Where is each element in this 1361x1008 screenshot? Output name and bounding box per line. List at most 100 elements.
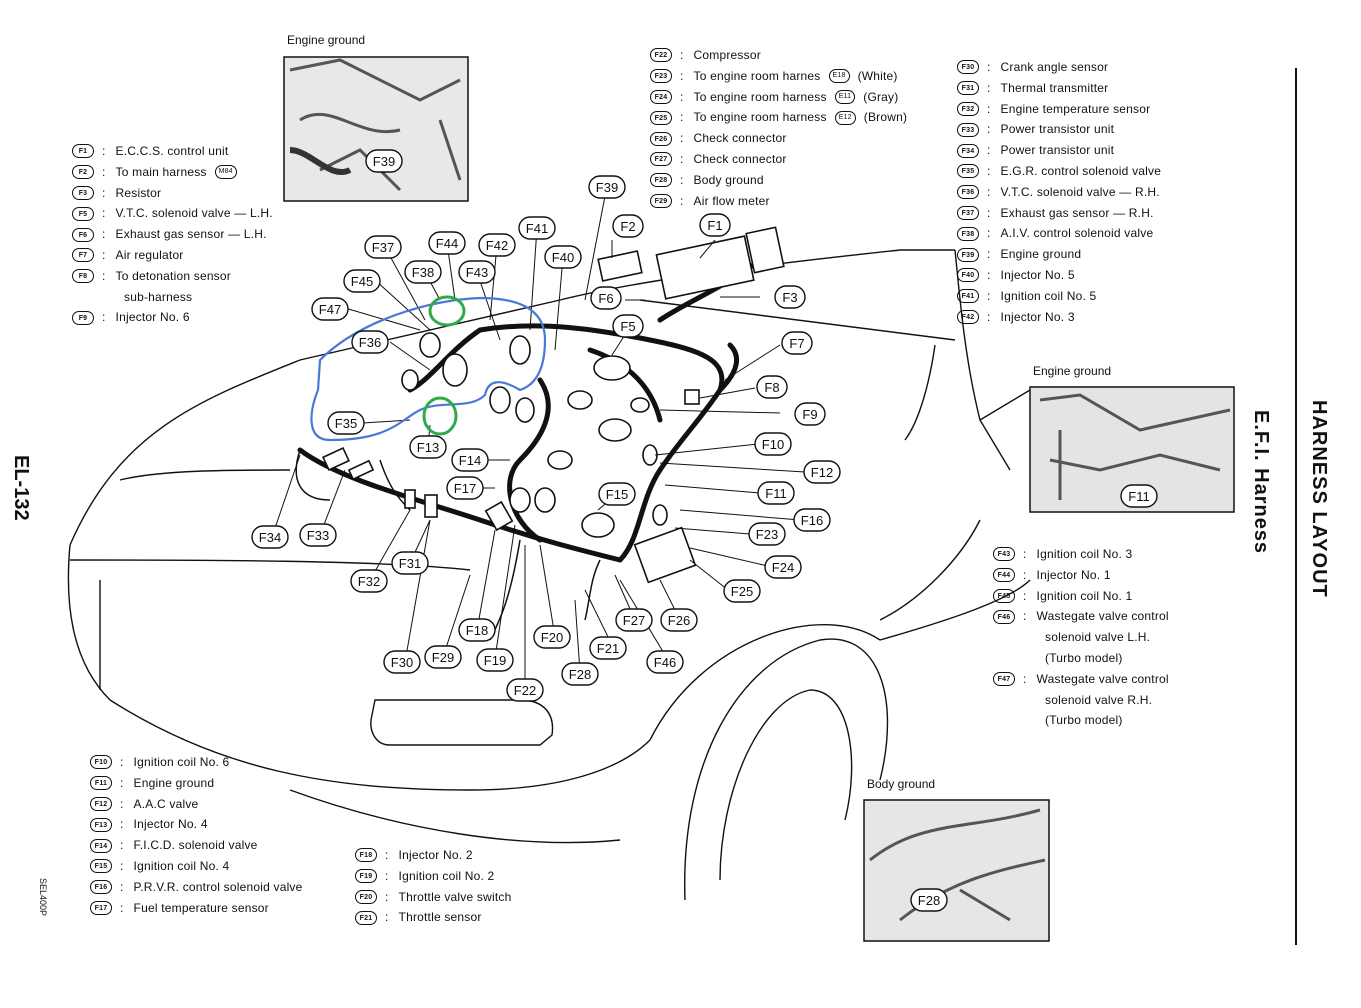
connector-tag-label: F41 xyxy=(526,221,548,236)
side-title-harness-layout: HARNESS LAYOUT xyxy=(1308,400,1330,598)
legend-row: F45:Ignition coil No. 1 xyxy=(993,586,1169,607)
connector-tag-outline xyxy=(478,233,516,257)
connector-tag-f20: F20 xyxy=(533,625,571,649)
legend-row: F29:Air flow meter xyxy=(650,191,907,212)
legend-code-badge: F40 xyxy=(957,268,979,283)
legend-text: Check connector xyxy=(693,151,787,166)
legend-text: Fuel temperature sensor xyxy=(133,900,269,915)
legend-row: F36:V.T.C. solenoid valve — R.H. xyxy=(957,182,1161,203)
connector-tag-f29: F29 xyxy=(424,645,462,669)
legend-text: Engine ground xyxy=(133,775,215,790)
inset-right-title: Engine ground xyxy=(1033,364,1112,378)
connector-tag-f40: F40 xyxy=(544,245,582,269)
legend-text: Throttle valve switch xyxy=(398,889,512,904)
connector-tag-outline xyxy=(327,411,365,435)
legend-colon: : xyxy=(120,775,124,790)
connector-tag-f42: F42 xyxy=(478,233,516,257)
legend-colon: : xyxy=(120,755,124,769)
legend-code-badge: F38 xyxy=(957,226,979,241)
legend-colon: : xyxy=(385,910,389,925)
connector-tag-outline xyxy=(451,448,489,472)
connector-tag-f16: F16 xyxy=(793,508,831,532)
legend-code-badge: F16 xyxy=(90,880,112,895)
legend-row: F43:Ignition coil No. 3 xyxy=(993,544,1169,565)
legend-colon: : xyxy=(987,247,991,262)
inset-bottom-title: Body ground xyxy=(867,777,936,791)
connector-tag-outline xyxy=(476,648,514,672)
connector-tag-f10: F10 xyxy=(754,432,792,456)
legend-colon: : xyxy=(1023,567,1027,582)
connector-tag-f5: F5 xyxy=(612,314,644,338)
connector-tag-label: F44 xyxy=(436,236,458,251)
legend-colon: : xyxy=(102,227,106,242)
connector-tag-outline xyxy=(781,331,813,355)
legend-colon: : xyxy=(102,144,106,158)
legend-text: To detonation sensor xyxy=(115,268,231,283)
legend-text: A.A.C valve xyxy=(133,796,199,811)
legend-row: F5:V.T.C. solenoid valve — L.H. xyxy=(72,203,273,224)
legend-code-badge: F33 xyxy=(957,122,979,137)
legend-colon: : xyxy=(385,889,389,904)
connector-tag-outline xyxy=(351,330,389,354)
legend-text: To engine room harness xyxy=(693,110,827,125)
connector-tag-label: F17 xyxy=(454,481,476,496)
legend-row: F19:Ignition coil No. 2 xyxy=(355,866,511,887)
connector-tag-label: F42 xyxy=(486,238,508,253)
connector-tag-outline xyxy=(311,297,349,321)
connector-tag-label: F23 xyxy=(756,527,778,542)
legend-row: F42:Injector No. 3 xyxy=(957,307,1161,328)
legend-code-badge: F8 xyxy=(72,269,94,284)
connector-tag-f35: F35 xyxy=(327,411,365,435)
connector-tag-f22: F22 xyxy=(506,678,544,702)
legend-text: Air regulator xyxy=(115,247,184,262)
connector-tag-outline xyxy=(544,245,582,269)
legend-text: Ignition coil No. 4 xyxy=(133,858,230,873)
connector-tag-label: F28 xyxy=(918,893,940,908)
connector-tag-outline xyxy=(561,662,599,686)
connector-tag-label: F5 xyxy=(620,319,635,334)
connector-tag-label: F6 xyxy=(598,291,613,306)
connector-tag-outline xyxy=(409,435,447,459)
connector-tag-label: F47 xyxy=(319,302,341,317)
connector-tag-f44: F44 xyxy=(428,231,466,255)
legend-text: Injector No. 3 xyxy=(1000,309,1075,324)
connector-tag-f38: F38 xyxy=(404,260,442,284)
legend-colon: : xyxy=(987,267,991,282)
connector-tag-outline xyxy=(615,608,653,632)
legend-text: E.G.R. control solenoid valve xyxy=(1000,163,1162,178)
legend-colon: : xyxy=(120,900,124,915)
legend-text: Check connector xyxy=(693,131,787,146)
legend-colon: : xyxy=(120,858,124,873)
connector-tag-label: F7 xyxy=(789,336,804,351)
connector-tag-outline xyxy=(764,555,802,579)
legend-text: To engine room harnes xyxy=(693,68,821,83)
legend-row: (Turbo model) xyxy=(993,710,1169,731)
legend-row: F17:Fuel temperature sensor xyxy=(90,898,303,919)
legend-code-badge: F10 xyxy=(90,755,112,770)
legend-text: Exhaust gas sensor — R.H. xyxy=(1000,205,1154,220)
legend-row: F10:Ignition coil No. 6 xyxy=(90,752,303,773)
connector-tag-f13: F13 xyxy=(409,435,447,459)
legend-colon: : xyxy=(987,80,991,95)
legend-row: F41:Ignition coil No. 5 xyxy=(957,286,1161,307)
connector-tag-outline xyxy=(754,432,792,456)
legend-code-badge: F44 xyxy=(993,568,1015,583)
legend-row: F31:Thermal transmitter xyxy=(957,78,1161,99)
legend-row: F3:Resistor xyxy=(72,183,273,204)
connector-tag-outline xyxy=(748,522,786,546)
connector-tag-label: F21 xyxy=(597,641,619,656)
connector-tag-outline xyxy=(723,579,761,603)
legend-code-badge: F41 xyxy=(957,289,979,304)
legend-text: Compressor xyxy=(693,48,761,62)
connector-tag-label: F43 xyxy=(466,265,488,280)
legend-colon: : xyxy=(680,151,684,166)
legend-colon: : xyxy=(102,247,106,262)
connector-tag-label: F22 xyxy=(514,683,536,698)
legend-code-badge: F32 xyxy=(957,101,979,116)
legend-colon: : xyxy=(102,164,106,179)
connector-tag-label: F18 xyxy=(466,623,488,638)
